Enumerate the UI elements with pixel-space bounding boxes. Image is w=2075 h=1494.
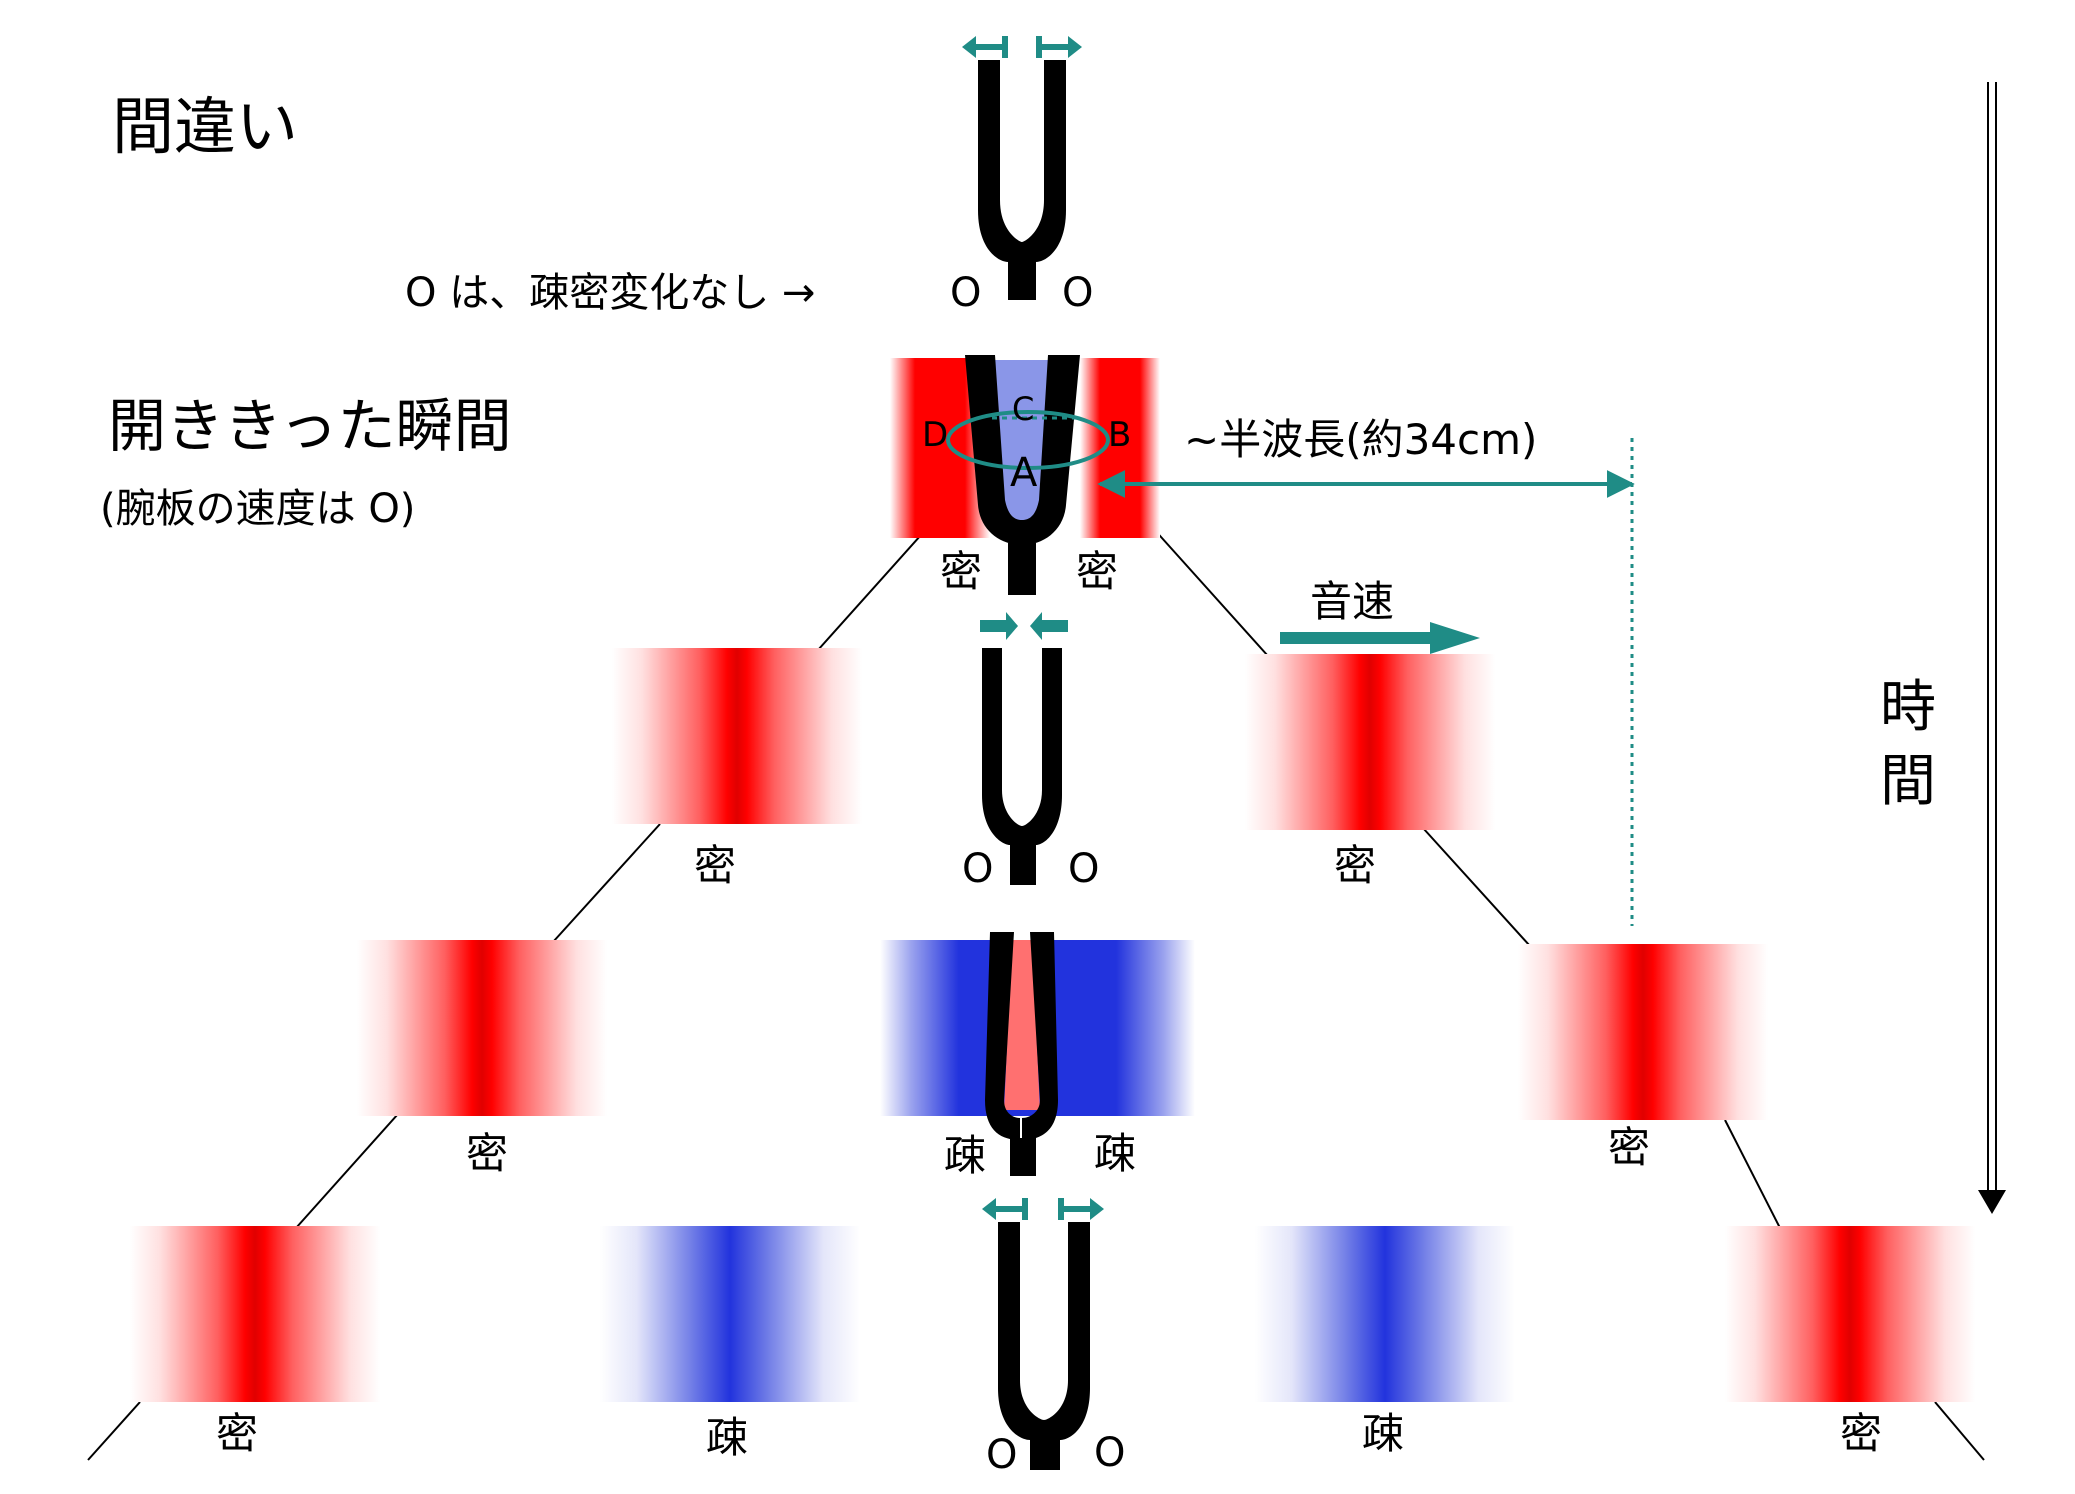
half-wavelength-label: ~半波長(約34cm) <box>1184 415 1537 464</box>
dense-label-fork2-left: 密 <box>940 547 982 596</box>
fork-2-inner-region <box>995 360 1050 520</box>
tuning-fork-5 <box>982 1198 1104 1470</box>
zero-mark-fork1-left: O <box>950 270 981 316</box>
sparse-label-row4-3: 疎 <box>1362 1409 1404 1458</box>
fork-4-left-prong <box>985 932 1020 1140</box>
open-moment-note: (腕板の速度は O) <box>100 486 415 532</box>
time-axis-label-2: 間 <box>1880 749 1936 814</box>
point-b-label: B <box>1108 415 1131 455</box>
fork-2-stem <box>1008 543 1036 595</box>
left-wavefront-line-4 <box>87 1401 141 1461</box>
right-wavefront-line-4 <box>1934 1401 1985 1461</box>
labels: 間違い O は、疎密変化なし → O O 開ききった瞬間 (腕板の速度は O) … <box>100 90 1936 1478</box>
open-moment-heading: 開ききった瞬間 <box>108 392 512 460</box>
zero-mark-fork3-left: O <box>962 846 993 892</box>
fork-2-left-prong <box>965 355 1022 545</box>
dense-label-row4-1: 密 <box>216 1409 258 1458</box>
page-title: 間違い <box>112 90 298 163</box>
double-outward-arrow-icon-bottom <box>982 1198 1104 1220</box>
dense-label-row3-left: 密 <box>466 1129 508 1178</box>
sparse-band-row4-3 <box>1255 1226 1515 1402</box>
sparse-band-row4-2 <box>600 1226 860 1402</box>
zero-mark-fork3-right: O <box>1068 846 1099 892</box>
point-c-label: C <box>1012 390 1034 428</box>
zero-mark-fork5-right: O <box>1094 1430 1125 1476</box>
fork-1-body <box>978 60 1066 300</box>
dense-band-row2-right <box>1245 654 1495 830</box>
dense-band-top-right <box>1080 358 1160 538</box>
zero-change-note: O は、疎密変化なし → <box>405 270 815 316</box>
dense-label-row4-4: 密 <box>1840 1409 1882 1458</box>
time-axis-arrow-icon <box>1978 82 2006 1214</box>
left-wavefront-line-3 <box>295 1113 399 1229</box>
dense-band-row3-left <box>357 940 607 1116</box>
dense-label-row2-left: 密 <box>694 841 736 890</box>
sparse-label-row4-2: 疎 <box>706 1413 748 1462</box>
double-inward-arrow-icon <box>980 612 1068 640</box>
right-wavefront-line-3 <box>1724 1119 1781 1229</box>
dense-band-row3-right <box>1518 944 1768 1120</box>
fork-4-inner-region <box>1004 940 1040 1110</box>
tuning-fork-2 <box>946 355 1110 595</box>
fork-3-body <box>982 648 1062 885</box>
fork-5-body <box>998 1222 1090 1470</box>
sparse-label-fork4-right: 疎 <box>1094 1129 1136 1178</box>
dense-band-row4-4 <box>1725 1226 1975 1402</box>
dense-band-row4-1 <box>130 1226 380 1402</box>
time-axis-label-1: 時 <box>1880 675 1936 740</box>
fork-4-stem <box>1010 1138 1036 1176</box>
dense-band-row2-left <box>612 648 862 824</box>
dense-label-row2-right: 密 <box>1334 841 1376 890</box>
tuning-fork-4 <box>985 932 1058 1176</box>
point-a-label: A <box>1010 450 1038 496</box>
point-d-label: D <box>922 415 948 455</box>
dense-label-fork2-right: 密 <box>1076 547 1118 596</box>
fork-2-right-prong <box>1022 355 1080 545</box>
particle-path-ellipse <box>946 410 1110 470</box>
zero-mark-fork5-left: O <box>986 1432 1017 1478</box>
dense-label-row3-right: 密 <box>1608 1123 1650 1172</box>
zero-mark-fork1-right: O <box>1062 270 1093 316</box>
sound-speed-arrow-icon <box>1280 622 1480 654</box>
left-wavefront-line-2 <box>552 823 661 943</box>
sound-speed-label: 音速 <box>1310 577 1394 626</box>
tuning-fork-1 <box>962 36 1082 300</box>
double-outward-arrow-icon <box>962 36 1082 58</box>
sparse-label-fork4-left: 疎 <box>944 1131 986 1180</box>
half-wavelength-measure <box>1097 438 1635 926</box>
right-wavefront-line-2 <box>1422 827 1531 947</box>
tuning-fork-3 <box>980 612 1068 885</box>
fork-4-right-prong <box>1022 932 1058 1140</box>
